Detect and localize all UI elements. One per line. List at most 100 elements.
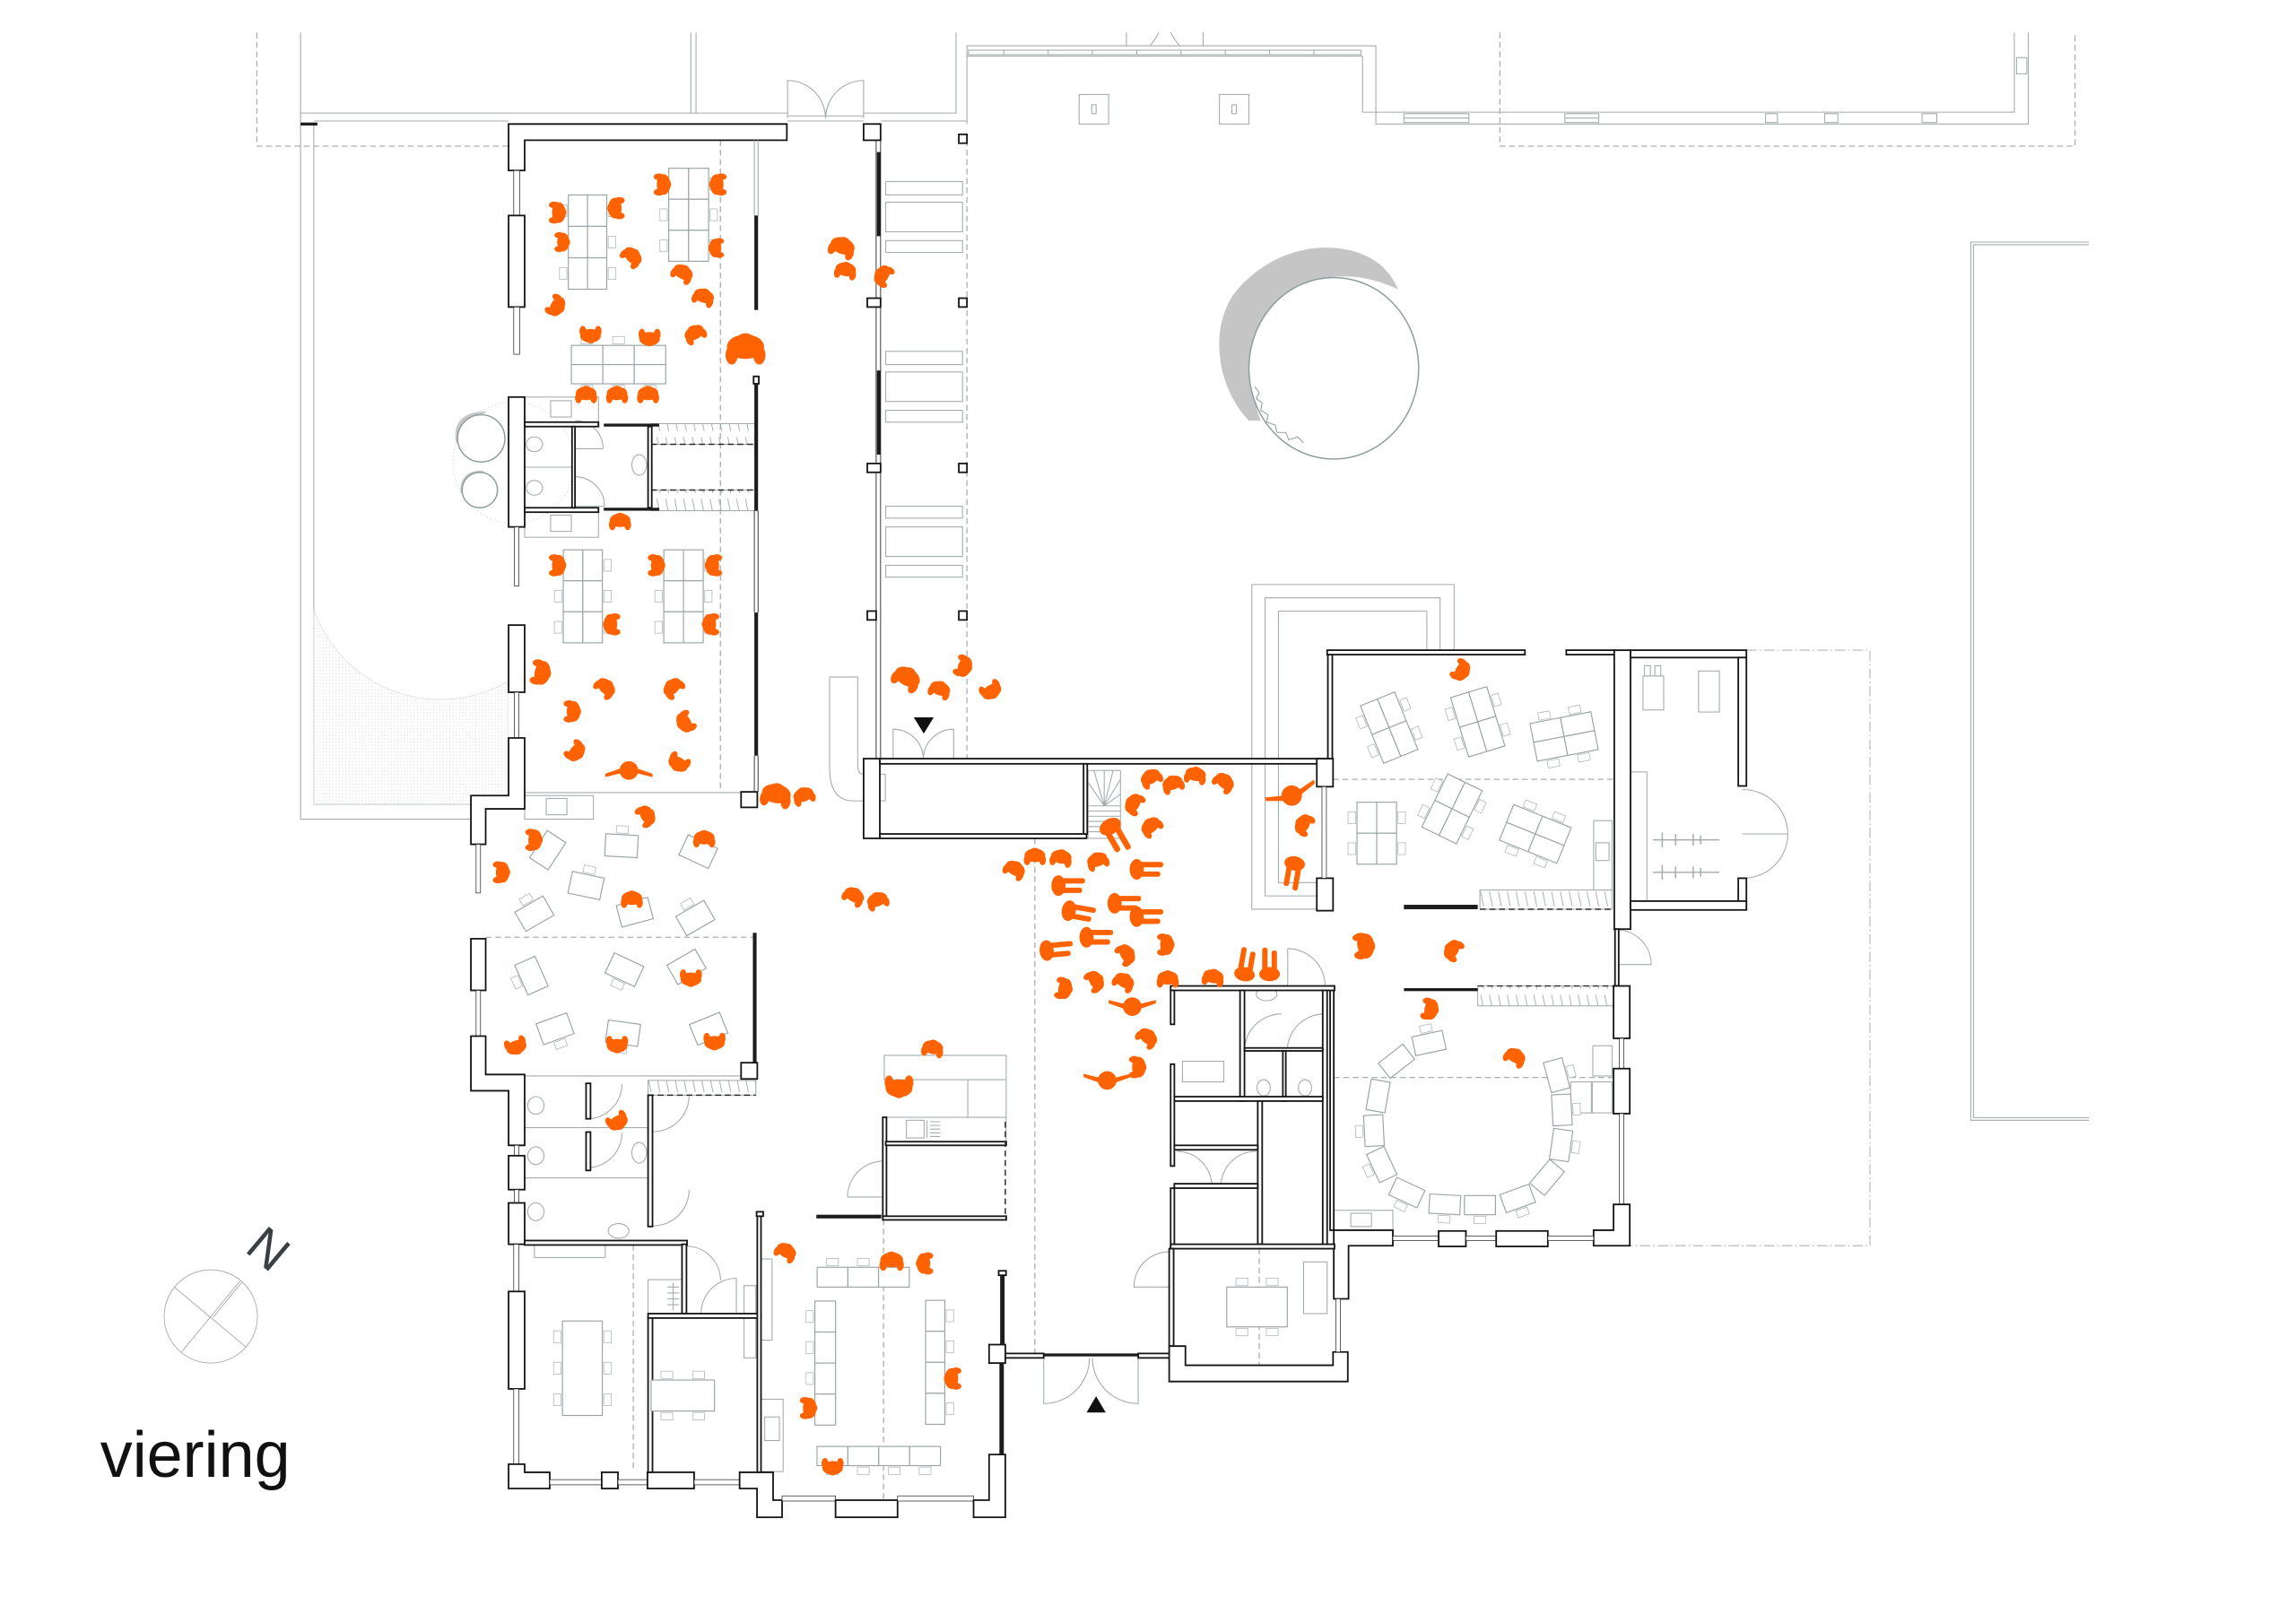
chair	[691, 1370, 705, 1379]
chair	[1235, 1278, 1248, 1287]
person-figure	[726, 333, 766, 365]
chair	[1572, 1102, 1581, 1116]
chair	[607, 235, 616, 248]
chair	[1515, 1206, 1530, 1219]
chair	[610, 977, 625, 991]
person-figure	[608, 512, 631, 531]
person-figure	[554, 231, 570, 253]
table-group	[1444, 685, 1511, 758]
chair	[1546, 758, 1561, 769]
desk	[674, 897, 716, 937]
person-figure	[1133, 1023, 1161, 1052]
person-figure	[638, 328, 661, 347]
ring-table	[1551, 1093, 1581, 1127]
chair	[1397, 842, 1406, 855]
chair	[659, 208, 668, 221]
chair	[918, 1466, 932, 1475]
chair	[1474, 1215, 1487, 1224]
north-compass: N	[163, 1215, 300, 1364]
person-figure	[832, 260, 858, 282]
person-figure	[1183, 764, 1208, 786]
bicycle-icon	[1653, 864, 1720, 881]
person-figure	[658, 673, 688, 702]
chair	[552, 1361, 561, 1375]
person-figure	[869, 261, 897, 290]
bicycle-icon	[1653, 832, 1720, 847]
chair	[826, 1257, 839, 1267]
person-figure	[543, 291, 570, 320]
chair	[704, 590, 713, 603]
chair	[603, 559, 612, 572]
chair	[1430, 777, 1443, 793]
chair	[1522, 799, 1538, 812]
chair	[1490, 692, 1502, 707]
person-figure	[1083, 848, 1111, 873]
chair	[603, 590, 612, 603]
chair	[1398, 697, 1412, 712]
chair	[1499, 722, 1511, 737]
person-figure	[672, 707, 699, 737]
chair	[1504, 844, 1519, 857]
person-figure	[633, 802, 660, 830]
chair	[1235, 1328, 1248, 1337]
entrance-arrow-up-icon	[1086, 1396, 1106, 1413]
person-figure	[1259, 947, 1281, 982]
furniture	[510, 168, 1599, 1475]
chair	[1410, 725, 1423, 741]
chair	[1265, 1278, 1279, 1287]
chair	[603, 1330, 612, 1343]
chair	[660, 1370, 674, 1379]
chair	[552, 1330, 561, 1343]
chair	[659, 239, 668, 253]
person-figure	[826, 232, 858, 262]
chair	[805, 1372, 814, 1385]
table-group	[552, 1320, 612, 1417]
chair	[1437, 1214, 1451, 1224]
entrance-arrow-down-icon	[913, 716, 935, 734]
chair	[1444, 707, 1457, 722]
table-group	[805, 1300, 837, 1426]
person-figure	[668, 260, 697, 287]
person-figure	[1051, 875, 1085, 897]
table-group	[1499, 799, 1572, 869]
person-figure	[1136, 765, 1165, 792]
table-group	[925, 1299, 954, 1425]
chair	[654, 621, 663, 634]
desk	[535, 1011, 575, 1050]
person-figure	[704, 554, 723, 577]
chair	[1577, 751, 1591, 763]
person-figure	[944, 1367, 961, 1390]
table-group	[1529, 704, 1599, 769]
plan-title: viering	[100, 1419, 291, 1491]
ring-table	[1378, 1043, 1416, 1080]
chair	[945, 1309, 954, 1323]
person-figure	[771, 1238, 800, 1265]
person-figure	[977, 677, 1005, 704]
person-figure	[1280, 855, 1307, 892]
person-figure	[952, 653, 976, 681]
chair	[805, 1310, 814, 1324]
chair	[1417, 803, 1431, 820]
ring-table	[1548, 1127, 1581, 1163]
ring-table	[1411, 1023, 1448, 1056]
chair	[603, 1393, 612, 1406]
compass-north-label: N	[237, 1215, 300, 1281]
person-figure	[1448, 656, 1474, 685]
chair	[857, 1257, 870, 1267]
person-figure	[1128, 1055, 1147, 1079]
person-figure	[1200, 967, 1226, 988]
person-figure	[1059, 898, 1097, 926]
ring-table	[1365, 1078, 1391, 1114]
person-figure	[1210, 768, 1239, 796]
north-building	[966, 32, 2090, 1121]
desk	[567, 864, 605, 901]
chair	[607, 267, 616, 281]
chair	[552, 1037, 569, 1050]
ring-table	[1387, 1176, 1426, 1212]
ring-table	[1464, 1194, 1496, 1224]
chair	[1393, 1199, 1408, 1212]
chair	[1474, 798, 1487, 814]
person-figure	[864, 889, 891, 913]
chair	[805, 1341, 814, 1354]
